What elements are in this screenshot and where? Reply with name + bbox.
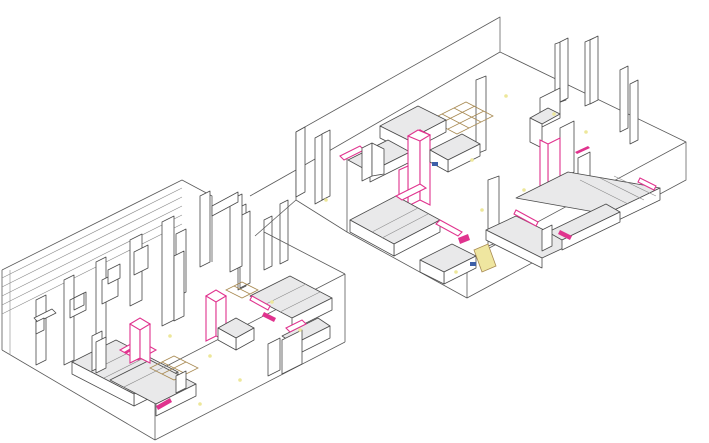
right-room-columns (475, 35, 639, 247)
left-room-walls (1, 179, 346, 441)
connecting-corridor (237, 169, 297, 291)
left-room-fixtures (33, 215, 187, 366)
right-room-furniture (339, 87, 661, 285)
right-room (295, 16, 687, 299)
left-room-furniture (71, 275, 333, 417)
right-room-doors (295, 126, 331, 205)
right-room-light-markers (324, 94, 588, 274)
left-room (1, 179, 346, 441)
left-room-light-markers (168, 300, 302, 406)
